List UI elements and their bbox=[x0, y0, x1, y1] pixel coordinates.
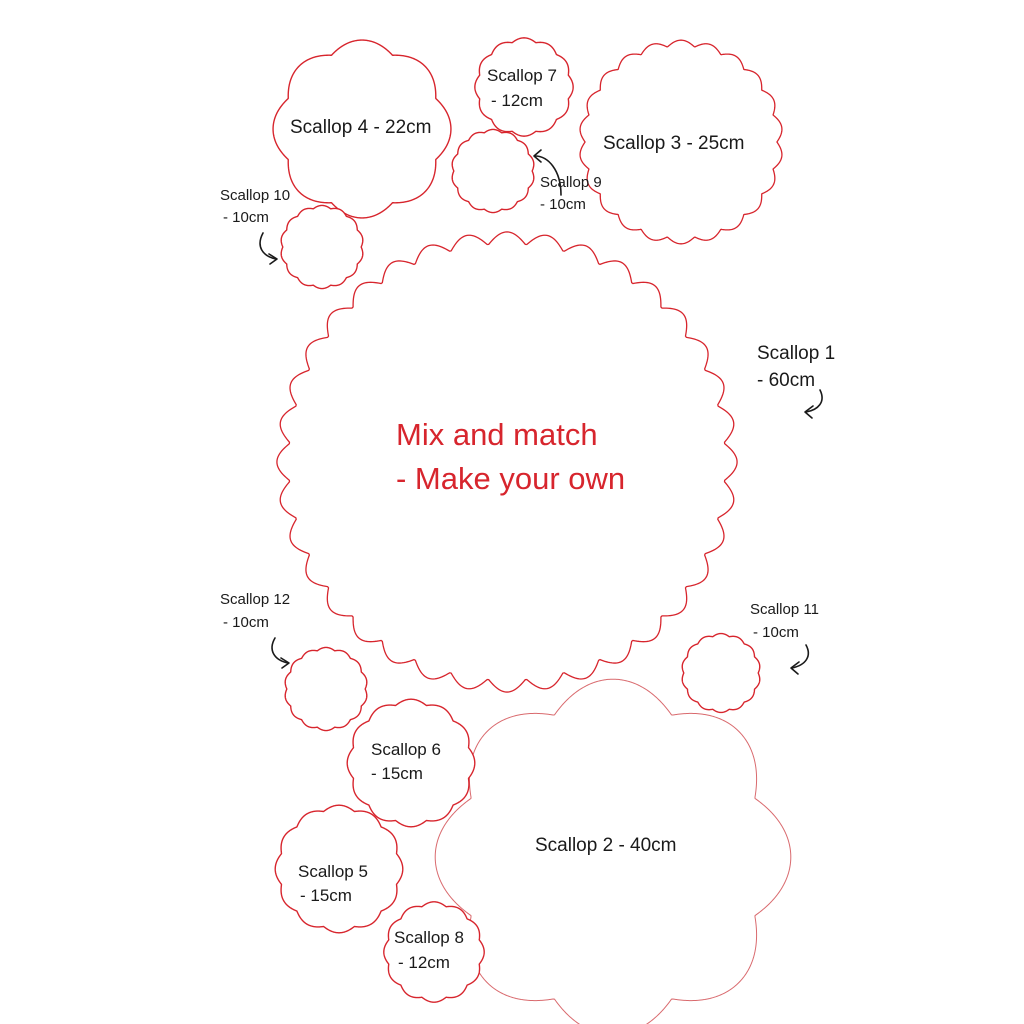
label-scallop-9-line-2: - 10cm bbox=[540, 196, 586, 213]
label-scallop-7-line-2: - 12cm bbox=[491, 91, 543, 110]
label-scallop-11-line-2: - 10cm bbox=[753, 624, 799, 641]
arrow-icon bbox=[533, 149, 562, 196]
label-scallop-12-line-1: Scallop 12 bbox=[220, 591, 290, 608]
arrow-icon bbox=[271, 637, 290, 669]
scallop-4-outline bbox=[272, 39, 452, 219]
label-scallop-6-line-1: Scallop 6 bbox=[371, 740, 441, 759]
label-scallop-3: Scallop 3 - 25cm bbox=[603, 133, 745, 154]
label-scallop-9-line-1: Scallop 9 bbox=[540, 174, 602, 191]
label-scallop-1-line-2: - 60cm bbox=[757, 370, 815, 391]
arrow-icon bbox=[259, 232, 278, 265]
label-scallop-8-line-2: - 12cm bbox=[398, 953, 450, 972]
label-scallop-8-line-1: Scallop 8 bbox=[394, 928, 464, 947]
label-scallop-7-line-1: Scallop 7 bbox=[487, 66, 557, 85]
scallop-7-outline bbox=[474, 37, 574, 137]
label-scallop-11-line-1: Scallop 11 bbox=[750, 601, 819, 618]
label-scallop-5-line-1: Scallop 5 bbox=[298, 862, 368, 881]
headline-line-2: - Make your own bbox=[396, 461, 625, 496]
label-scallop-4: Scallop 4 - 22cm bbox=[290, 117, 432, 138]
scallop-3-outline bbox=[579, 39, 783, 245]
label-scallop-10-line-1: Scallop 10 bbox=[220, 187, 290, 204]
scallop-11-outline bbox=[681, 632, 761, 714]
label-scallop-5-line-2: - 15cm bbox=[300, 886, 352, 905]
headline-line-1: Mix and match bbox=[396, 417, 598, 452]
arrow-icon bbox=[790, 644, 810, 675]
scallop-6-outline bbox=[346, 698, 476, 828]
label-scallop-6-line-2: - 15cm bbox=[371, 764, 423, 783]
scallop-12-outline bbox=[284, 646, 368, 732]
scallop-10-outline bbox=[280, 204, 364, 290]
scallop-9-outline bbox=[451, 128, 535, 214]
arrow-icon bbox=[804, 389, 823, 419]
scallop-5-outline bbox=[274, 804, 404, 934]
scallop-8-outline bbox=[383, 901, 485, 1003]
scallop-1-outline bbox=[276, 231, 738, 693]
label-scallop-1-line-1: Scallop 1 bbox=[757, 343, 835, 364]
label-scallop-12-line-2: - 10cm bbox=[223, 614, 269, 631]
label-scallop-10-line-2: - 10cm bbox=[223, 209, 269, 226]
label-scallop-2: Scallop 2 - 40cm bbox=[535, 835, 677, 856]
